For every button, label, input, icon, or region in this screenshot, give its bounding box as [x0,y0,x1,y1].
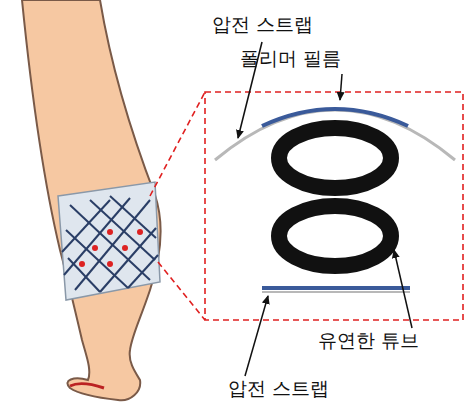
polymer-film [262,286,410,290]
piezo-strap-label: 압전 스트랩 [212,14,313,36]
piezo-strap-bottom [262,291,410,293]
leader-line [238,42,412,376]
flexible-tube-label: 유연한 튜브 [318,330,419,352]
zoom-frame [150,92,463,320]
piezo-strap-label: 압전 스트랩 [228,378,329,400]
flexible-tube [279,206,391,266]
sensor-patch [58,182,160,300]
junction-dots [79,229,143,267]
arm [22,0,160,400]
polymer-film-label: 폴리머 필름 [240,48,341,70]
flexible-tube [279,128,391,188]
strap-mesh [62,196,158,292]
finger-detail [70,384,104,388]
